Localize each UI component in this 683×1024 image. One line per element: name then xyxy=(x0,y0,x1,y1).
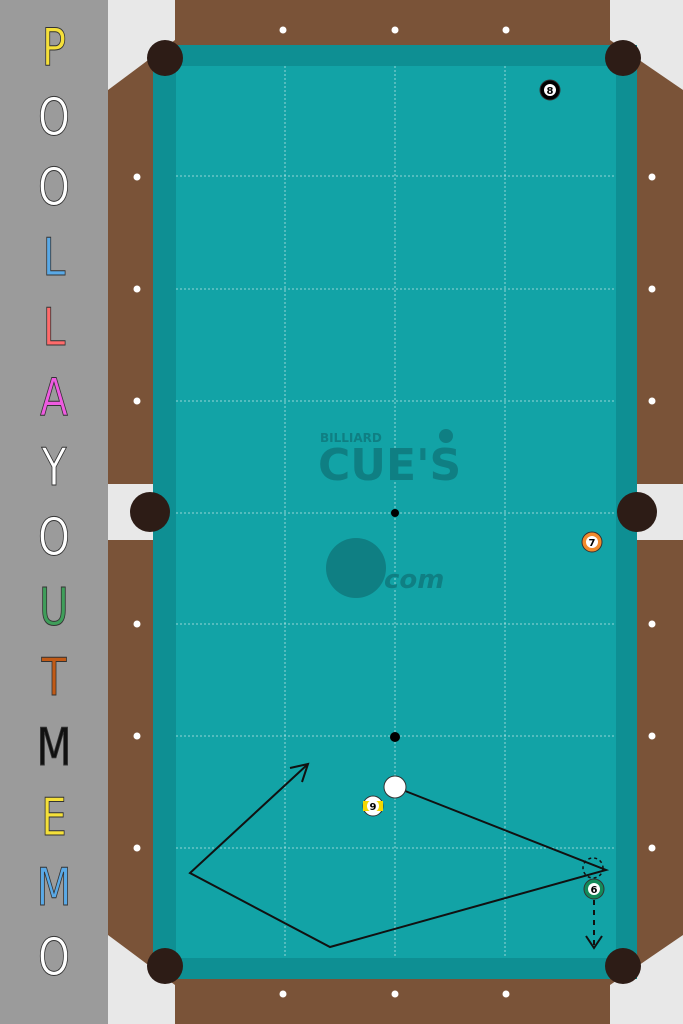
title-letter: M xyxy=(36,858,72,918)
title-letter: O xyxy=(38,508,71,568)
object-path-arrowhead xyxy=(585,935,603,950)
rail-diamond xyxy=(648,397,656,405)
ball-number-disc xyxy=(588,883,600,895)
rail-diamond xyxy=(133,285,141,293)
rail-diamond xyxy=(279,26,287,34)
title-letter: T xyxy=(41,648,67,708)
title-letter: L xyxy=(42,298,66,358)
ball-number-disc xyxy=(367,800,379,812)
rail-diamond xyxy=(502,26,510,34)
rail-diamond xyxy=(648,732,656,740)
balls-layer: 8 7 9 6 xyxy=(362,79,605,900)
rail-diamond xyxy=(279,990,287,998)
cue-ball[interactable] xyxy=(383,775,407,799)
rail-diamond xyxy=(502,990,510,998)
ball-number: 8 xyxy=(547,86,554,97)
pockets xyxy=(130,40,657,984)
ball-7[interactable]: 7 xyxy=(581,531,603,553)
rail-diamond xyxy=(648,285,656,293)
pocket-top-right xyxy=(605,40,641,76)
rail-diamond xyxy=(133,844,141,852)
rail-diamond xyxy=(133,397,141,405)
title-letter: L xyxy=(42,228,66,288)
ball-number-disc xyxy=(586,536,598,548)
ball-8[interactable]: 8 xyxy=(539,79,561,101)
rail-diamond xyxy=(648,620,656,628)
shot-path xyxy=(188,762,610,950)
pocket-top-left xyxy=(147,40,183,76)
title-letter: Y xyxy=(41,438,67,498)
pocket-side-right xyxy=(617,492,657,532)
title-letter: P xyxy=(41,18,67,78)
ball-number: 6 xyxy=(591,885,598,896)
rail-diamond xyxy=(133,620,141,628)
rail-diamonds xyxy=(133,26,656,998)
pocket-bottom-right xyxy=(605,948,641,984)
dcom-logo: com xyxy=(326,538,444,598)
title-letter: E xyxy=(41,788,67,848)
ball-6[interactable]: 6 xyxy=(583,878,605,900)
rail-diamond xyxy=(648,173,656,181)
logo-main-text: CUE'S xyxy=(318,440,461,491)
ball-number: 7 xyxy=(589,538,596,549)
logo-small-text: BILLIARD xyxy=(320,431,382,445)
rail-diamond xyxy=(391,26,399,34)
ball-number-disc xyxy=(544,84,556,96)
title-letter: O xyxy=(38,88,71,148)
title-letter: O xyxy=(38,928,71,988)
ball-body xyxy=(383,775,407,799)
logo-com-text: com xyxy=(384,565,444,595)
cue-path-arrowhead xyxy=(289,762,310,783)
rail-diamond xyxy=(391,990,399,998)
title-letter: U xyxy=(39,578,69,638)
ghost-ball xyxy=(582,857,604,879)
rail-diamond xyxy=(133,173,141,181)
cue-path-line xyxy=(188,763,610,949)
title-letter: M xyxy=(36,718,72,778)
cues-logo: BILLIARD CUE'S xyxy=(318,429,461,491)
rail-diamond xyxy=(133,732,141,740)
pocket-side-left xyxy=(130,492,170,532)
rail-diamond xyxy=(648,844,656,852)
ball-number: 9 xyxy=(370,802,377,813)
center-spot xyxy=(391,509,399,517)
foot-spot xyxy=(390,732,400,742)
title-letter: O xyxy=(38,158,71,218)
ball-9[interactable]: 9 xyxy=(362,795,384,817)
pocket-bottom-left xyxy=(147,948,183,984)
title-letter: A xyxy=(40,368,69,428)
